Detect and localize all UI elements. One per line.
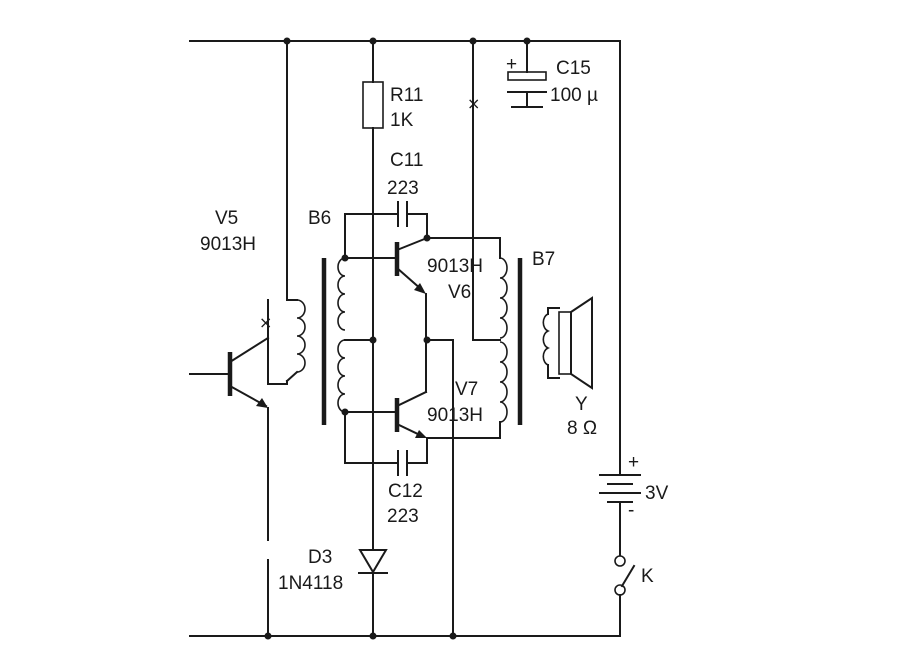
d3-type-label: 1N4118: [278, 573, 343, 594]
speaker-icon: [558, 296, 593, 390]
v7-type-label: 9013H: [427, 405, 483, 426]
v6-name-label: V6: [448, 282, 471, 303]
d3-name-label: D3: [308, 547, 332, 568]
c15-plus-label: +: [506, 54, 517, 75]
switch-icon: [614, 555, 636, 637]
cross-mark: ×: [259, 313, 272, 332]
battery-plus-label: +: [628, 452, 639, 473]
b6-label: B6: [308, 208, 331, 229]
npn-transistor-icon: [394, 236, 429, 341]
diode-icon: [358, 549, 388, 637]
npn-transistor-icon: [189, 336, 270, 637]
b7-primary-winding: [499, 237, 508, 439]
c12-name-label: C12: [388, 481, 423, 502]
speaker-name-label: Y: [575, 394, 588, 415]
r11-name-label: R11: [390, 85, 423, 106]
v6-type-label: 9013H: [427, 256, 483, 277]
c15-name-label: C15: [556, 58, 591, 79]
b6-primary-winding: [267, 40, 306, 385]
b7-center-tap-wire: [472, 40, 501, 341]
junction-dot: [341, 254, 349, 262]
junction-dot: [341, 408, 349, 416]
speaker-value-label: 8 Ω: [567, 418, 597, 439]
capacitor-c12: [344, 437, 428, 476]
b7-label: B7: [532, 249, 555, 270]
cross-mark: ×: [467, 94, 480, 113]
capacitor-c15: [507, 40, 547, 108]
switch-label: K: [641, 566, 654, 587]
c12-value-label: 223: [387, 506, 419, 527]
c15-value-label: 100 µ: [550, 85, 598, 106]
capacitor-c11: [344, 201, 428, 239]
b6-secondary-winding: [337, 213, 396, 464]
v5-type-label: 9013H: [200, 234, 256, 255]
npn-transistor-icon: [394, 339, 428, 438]
junction-dot: [369, 336, 377, 344]
v5-name-label: V5: [215, 208, 238, 229]
battery-branch: [599, 40, 641, 556]
v7-name-label: V7: [455, 379, 478, 400]
r11-value-label: 1K: [390, 110, 414, 131]
b7-secondary-winding: [542, 307, 560, 379]
battery-value-label: 3V: [645, 483, 669, 504]
battery-minus-label: -: [628, 500, 634, 521]
c11-value-label: 223: [387, 178, 419, 199]
resistor-r11: [362, 40, 384, 551]
c11-name-label: C11: [390, 150, 423, 171]
